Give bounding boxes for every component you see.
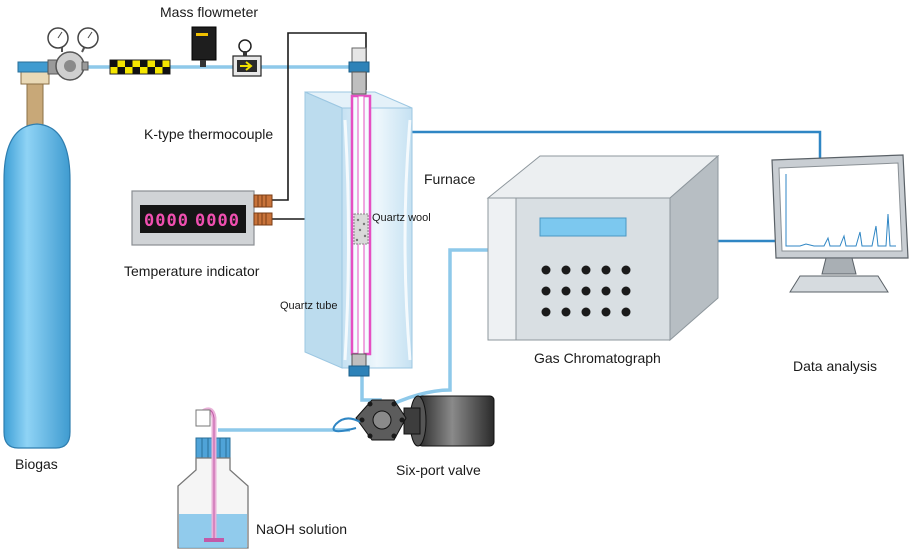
label-mass-flowmeter: Mass flowmeter xyxy=(160,4,258,20)
label-quartz-tube: Quartz tube xyxy=(280,300,337,312)
gc-left-panel xyxy=(487,197,517,341)
indicator-digits-left: 0000 xyxy=(144,211,189,231)
label-quartz-wool: Quartz wool xyxy=(372,212,431,224)
reactor-fittings xyxy=(348,47,370,377)
gas-chromatograph xyxy=(486,154,720,342)
biogas-cylinder xyxy=(3,71,71,449)
data-analysis-computer xyxy=(771,154,909,293)
monitor-stand xyxy=(821,257,857,275)
chromatogram-trace xyxy=(785,174,896,247)
checkered-hose xyxy=(109,59,171,75)
gas-lines xyxy=(86,65,488,432)
mass-flowmeter xyxy=(191,26,262,77)
gc-keypad xyxy=(541,265,631,317)
cylinder-body xyxy=(3,123,71,449)
quartz-tube xyxy=(350,94,372,356)
naoh-bottle xyxy=(177,407,249,549)
signal-cables xyxy=(412,130,822,243)
label-thermocouple: K-type thermocouple xyxy=(144,126,273,142)
gc-display xyxy=(539,217,627,237)
indicator-digits-right: 0000 xyxy=(195,211,240,231)
label-data-analysis: Data analysis xyxy=(793,358,877,374)
label-furnace: Furnace xyxy=(424,171,476,187)
furnace-body xyxy=(304,91,343,369)
cable-furnace-to-computer xyxy=(412,130,822,160)
valve-actuator-body xyxy=(417,395,495,447)
monitor-screen xyxy=(778,162,903,252)
flow-gauge-icon xyxy=(238,39,252,53)
label-temperature-indicator: Temperature indicator xyxy=(124,263,260,279)
monitor-base xyxy=(789,275,889,293)
cylinder-neck-collar xyxy=(20,71,50,85)
pressure-regulator xyxy=(17,27,99,81)
temperature-indicator: 0000 0000 xyxy=(131,190,273,246)
label-naoh-solution: NaOH solution xyxy=(256,521,347,537)
indicator-screen xyxy=(140,205,246,233)
arrow-right-icon xyxy=(240,61,253,71)
sample-loop xyxy=(332,417,361,433)
label-six-port-valve: Six-port valve xyxy=(396,462,481,478)
label-biogas: Biogas xyxy=(15,456,58,472)
cylinder-neck xyxy=(26,79,44,131)
flow-controller-box xyxy=(191,26,217,61)
six-port-valve xyxy=(332,395,495,447)
label-gas-chromatograph: Gas Chromatograph xyxy=(534,350,661,366)
labels: Mass flowmeter K-type thermocouple Furna… xyxy=(15,4,877,537)
